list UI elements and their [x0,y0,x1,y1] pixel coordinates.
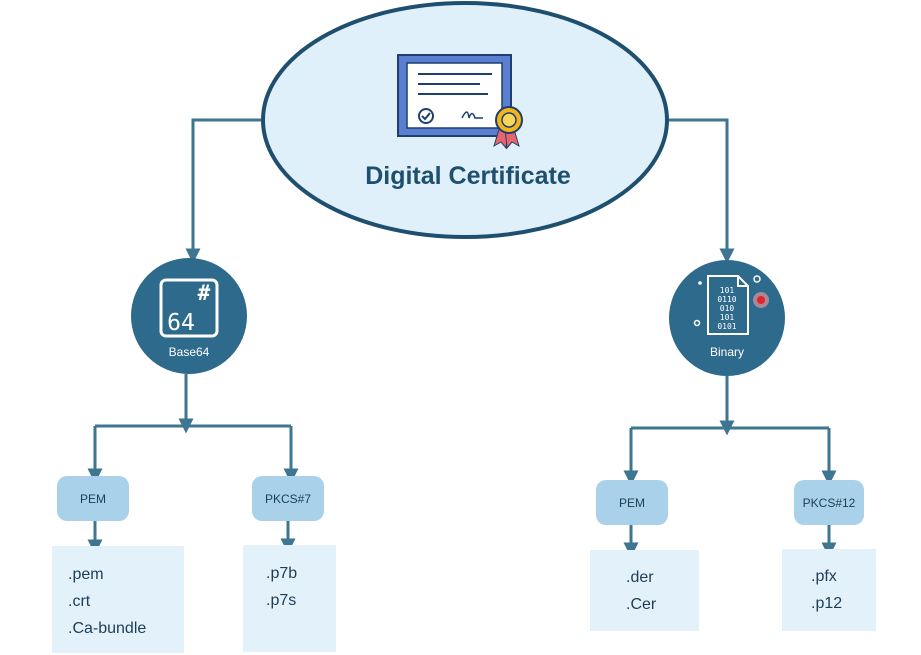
connector-root-to-binary [662,118,735,264]
extension-item: .Cer [626,596,657,613]
format-pkcs7: PKCS#7 [252,476,324,521]
certificate-icon [397,54,523,150]
extensions-pem-right: .der .Cer [590,550,699,631]
format-pkcs12-label: PKCS#12 [803,496,856,510]
extensions-pem-left: .pem .crt .Ca-bundle [52,546,184,653]
binary-bits-5: 0101 [717,322,736,331]
root-title: Digital Certificate [365,162,571,190]
extension-item: .crt [68,593,91,610]
format-pem-right-label: PEM [619,496,645,510]
format-pkcs7-label: PKCS#7 [265,492,311,506]
extensions-pkcs12: .pfx .p12 [782,549,876,631]
binary-file-icon: 101 0110 010 101 0101 [693,275,761,335]
format-pem-left-label: PEM [80,492,106,506]
connector-root-to-base64 [185,118,265,264]
binary-bits-4: 101 [720,313,735,322]
extensions-pkcs7: .p7b .p7s [243,545,336,652]
pointer-dot-icon [753,292,769,308]
base64-icon-hash: # [198,281,211,305]
extension-item: .der [626,569,654,586]
binary-label: Binary [710,345,744,359]
format-pkcs12: PKCS#12 [794,480,864,525]
extension-item: .p7s [266,592,296,609]
extension-item: .p12 [811,595,842,612]
extension-item: .Ca-bundle [68,620,146,637]
format-pem-left: PEM [57,476,129,521]
extension-item: .p7b [266,565,297,582]
connectors [87,118,837,558]
base64-icon: # 64 [159,278,219,338]
binary-bits-3: 010 [720,304,735,313]
binary-node: 101 0110 010 101 0101 Binary [669,260,785,376]
extension-item: .pfx [811,568,837,585]
binary-bits-1: 101 [720,286,735,295]
root-node: Digital Certificate [261,1,669,239]
binary-bits-2: 0110 [717,295,736,304]
base64-node: # 64 Base64 [131,258,247,374]
format-pem-right: PEM [596,480,668,525]
extension-item: .pem [68,566,104,583]
base64-label: Base64 [169,345,210,359]
base64-icon-digits: 64 [167,310,195,336]
